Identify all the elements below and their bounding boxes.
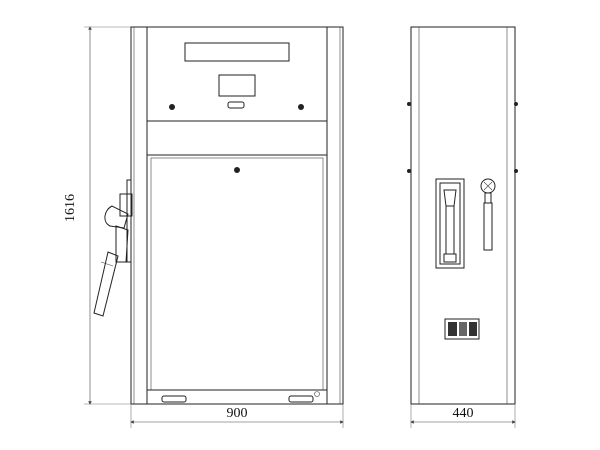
holster-nozzle-body (445, 205, 455, 255)
nameplate-block-left (448, 322, 457, 336)
side-cabinet-outline (410, 26, 516, 405)
nozzle-handle (115, 225, 129, 263)
front-width-dimension: 900 (130, 404, 344, 428)
keypad-slot (227, 101, 245, 109)
nameplate-block-middle (459, 322, 467, 336)
side-bolt-upper-right (514, 102, 518, 106)
fuel-nozzle-icon (93, 179, 133, 317)
right-foot-slot (288, 395, 314, 403)
nozzle-trigger-guard (104, 205, 129, 229)
main-display-window (184, 42, 290, 62)
front-cabinet-outline (130, 26, 344, 405)
holster-frame-inner (439, 182, 461, 265)
nozzle-spout (93, 251, 119, 317)
swivel-pipe (483, 202, 493, 251)
side-bolt-lower-right (514, 169, 518, 173)
holster-nozzle-head (443, 189, 457, 207)
hose-swivel-icon (480, 178, 496, 251)
swivel-neck (484, 192, 492, 204)
nameplate-frame (444, 318, 480, 340)
left-lock-screw (169, 104, 175, 110)
side-bolt-upper-left (407, 102, 411, 106)
height-dimension: 1616 (63, 26, 140, 405)
side-nozzle-holster (435, 178, 465, 269)
holster-frame-outer (435, 178, 465, 269)
nameplate (444, 318, 480, 340)
base-bolt (314, 391, 320, 397)
front-view (93, 26, 344, 405)
right-lock-screw (298, 104, 304, 110)
height-label: 1616 (63, 194, 78, 222)
nozzle-holster-cup (119, 193, 133, 217)
lower-door-lock (234, 167, 240, 173)
side-bolt-lower-left (407, 169, 411, 173)
side-view (407, 26, 518, 405)
front-width-label: 900 (227, 406, 248, 421)
price-display-window (218, 74, 256, 97)
nameplate-block-right (469, 322, 477, 336)
lower-door-panel (150, 157, 324, 391)
nozzle-spout-band (100, 261, 114, 267)
side-width-label: 440 (453, 406, 474, 421)
swivel-cross (483, 181, 493, 191)
nozzle-holster-bracket (126, 179, 132, 263)
holster-nozzle-foot (443, 253, 457, 263)
side-width-dimension: 440 (410, 404, 516, 428)
left-foot-slot (161, 395, 187, 403)
